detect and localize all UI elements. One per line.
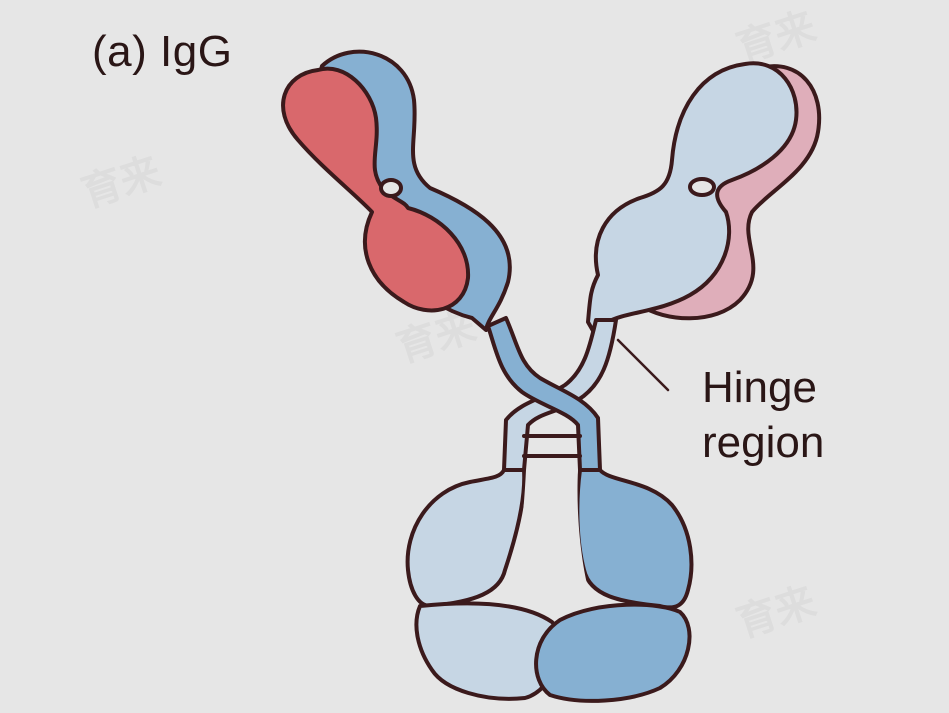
hinge-pointer-line: [616, 338, 670, 392]
fc-cavity: [506, 470, 590, 601]
right-domain-gap: [688, 177, 716, 197]
diagram-title: (a) IgG: [92, 27, 233, 76]
left-ch3-domain: [414, 601, 562, 701]
left-ch2-domain: [405, 468, 527, 608]
hinge-region-label: Hinge region: [702, 360, 824, 470]
right-ch3-domain: [534, 602, 692, 703]
left-domain-gap: [379, 178, 403, 198]
hinge-label-line1: Hinge: [702, 363, 817, 412]
right-ch2-domain: [575, 468, 694, 610]
hinge-label-line2: region: [702, 418, 825, 467]
right-heavy-chain-fab: [586, 61, 799, 338]
left-light-chain: [281, 66, 471, 313]
